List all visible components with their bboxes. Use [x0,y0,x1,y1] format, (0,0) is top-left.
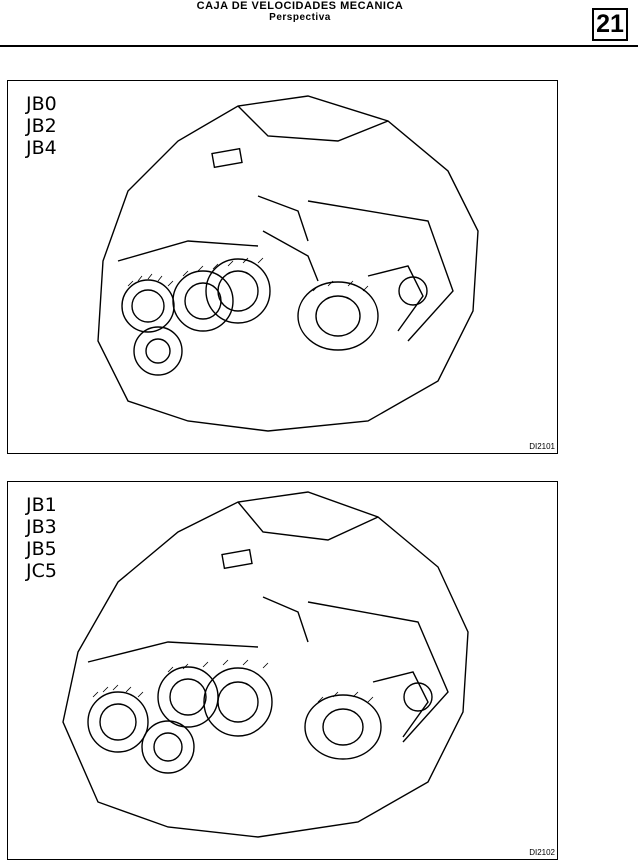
model-label: JB3 [26,516,57,538]
figure-code-2: DI2102 [529,848,555,857]
header-rule [0,45,638,47]
model-label: JB5 [26,538,57,560]
figure-panel-2: JB1 JB3 JB5 JC5 DI2102 [7,481,558,860]
model-label: JB1 [26,494,57,516]
page-title: CAJA DE VELOCIDADES MECANICA [196,0,404,12]
model-label: JB2 [26,115,57,137]
section-number-badge: 21 [592,8,628,41]
model-label: JB0 [26,93,57,115]
model-list-2: JB1 JB3 JB5 JC5 [26,494,57,582]
model-label: JB4 [26,137,57,159]
figure-panel-1: JB0 JB2 JB4 DI2101 [7,80,558,454]
gearbox-cutaway-illustration-2 [62,491,469,838]
model-label: JC5 [26,560,57,582]
model-list-1: JB0 JB2 JB4 [26,93,57,159]
figure-code-1: DI2101 [529,442,555,451]
gearbox-cutaway-illustration-1 [97,95,479,432]
page-subtitle: Perspectiva [269,12,331,23]
